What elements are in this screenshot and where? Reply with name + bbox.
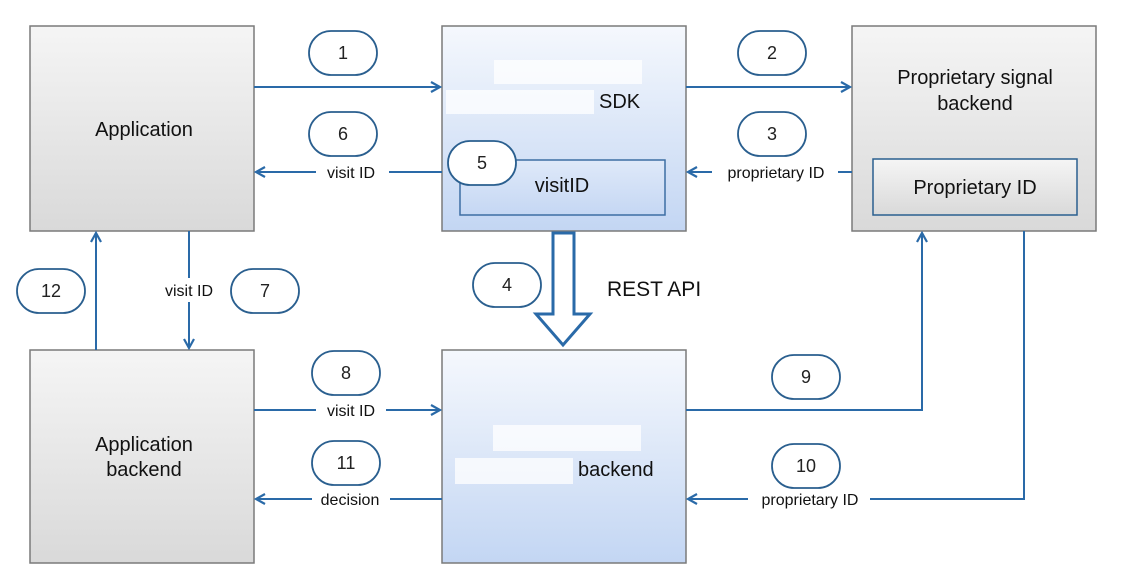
proprietary-backend-label-line2: backend [937, 93, 1013, 115]
redacted-name-block [493, 425, 641, 451]
step-number: 11 [337, 453, 356, 473]
step-number: 9 [801, 367, 811, 387]
label-visit-id-7: visit ID [165, 283, 213, 300]
application-label: Application [95, 119, 193, 141]
step-number: 8 [341, 363, 351, 383]
proprietary-backend-label: Proprietary signal [897, 67, 1053, 89]
step-bubble-5: 5 [447, 140, 517, 186]
step-number: 1 [338, 43, 348, 63]
step-number: 3 [767, 124, 777, 144]
step-number: 4 [502, 275, 512, 295]
step-bubble-9: 9 [771, 354, 841, 400]
label-visit-id-8: visit ID [327, 403, 375, 420]
step-bubble-3: 3 [737, 111, 807, 157]
label-proprietary-id-3: proprietary ID [728, 165, 825, 182]
step-bubble-6: 6 [308, 111, 378, 157]
step-bubble-10: 10 [771, 443, 841, 489]
step-number: 6 [338, 124, 348, 144]
service-backend-label: backend [578, 459, 654, 481]
step-bubble-4: 4 [472, 262, 542, 308]
application-backend-label: Application [95, 434, 193, 456]
step-number: 2 [767, 43, 777, 63]
redacted-name-block [494, 60, 642, 84]
proprietary-id-box [872, 158, 1078, 216]
step-bubble-2: 2 [737, 30, 807, 76]
step-number: 7 [260, 281, 270, 301]
label-proprietary-id-10: proprietary ID [762, 492, 859, 509]
label-decision-11: decision [321, 492, 380, 509]
step-bubble-12: 12 [16, 268, 86, 314]
application-box [29, 25, 255, 232]
rest-api-arrow [532, 231, 594, 348]
redacted-name-block [446, 90, 594, 114]
rest-api-label: REST API [607, 278, 701, 301]
visit-id-store-label: visitID [535, 175, 589, 197]
label-visit-id-6: visit ID [327, 165, 375, 182]
step-bubble-11: 11 [311, 440, 381, 486]
proprietary-id-label: Proprietary ID [913, 177, 1036, 199]
application-backend-label-line2: backend [106, 459, 182, 481]
step-number: 12 [41, 281, 61, 301]
step-number: 10 [796, 456, 816, 476]
arrow-service-to-proprietary [686, 233, 922, 411]
step-bubble-7: 7 [230, 268, 300, 314]
application-backend-box [29, 349, 255, 564]
redacted-name-block [455, 458, 573, 484]
step-bubble-1: 1 [308, 30, 378, 76]
sdk-label: SDK [599, 91, 641, 113]
arrow-proprietary-to-service [870, 231, 1025, 500]
service-backend-box [441, 349, 687, 564]
step-bubble-8: 8 [311, 350, 381, 396]
step-number: 5 [477, 153, 487, 173]
